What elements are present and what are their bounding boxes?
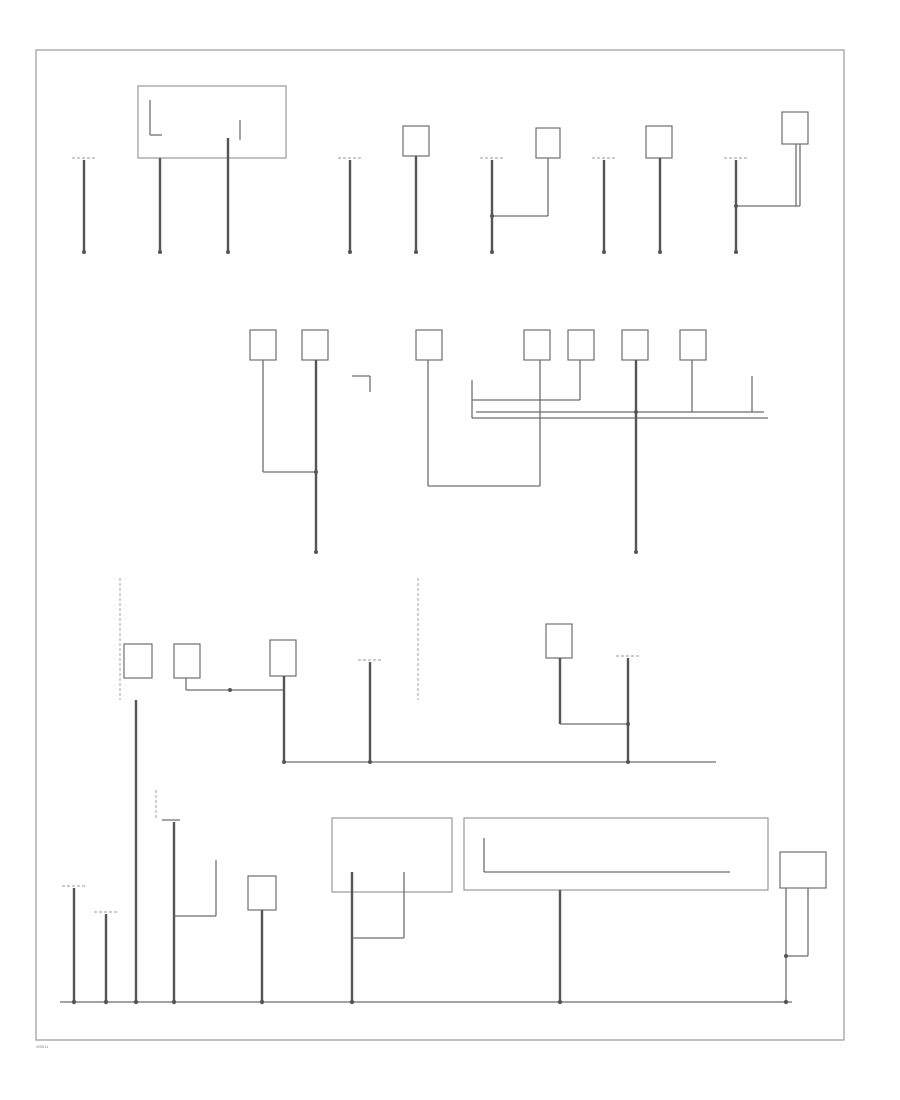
- row2-components: [249, 329, 768, 554]
- component-5-6: [480, 127, 561, 254]
- row1-components: [72, 85, 809, 254]
- diagram-code: W0611: [36, 1044, 49, 1049]
- component-row2-left: [249, 329, 371, 554]
- component-control-module: [137, 85, 287, 254]
- component-9-10: [724, 111, 809, 254]
- component-3: [338, 157, 362, 254]
- row3-components: [119, 578, 716, 1002]
- component-1: [72, 157, 96, 254]
- diagram-frame: [35, 49, 845, 1041]
- component-8: [645, 125, 673, 254]
- component-7: [592, 157, 616, 254]
- component-row2-right: [621, 329, 753, 554]
- component-row2-middle: [415, 329, 768, 487]
- row4-components: [60, 790, 827, 1005]
- component-4: [402, 125, 430, 254]
